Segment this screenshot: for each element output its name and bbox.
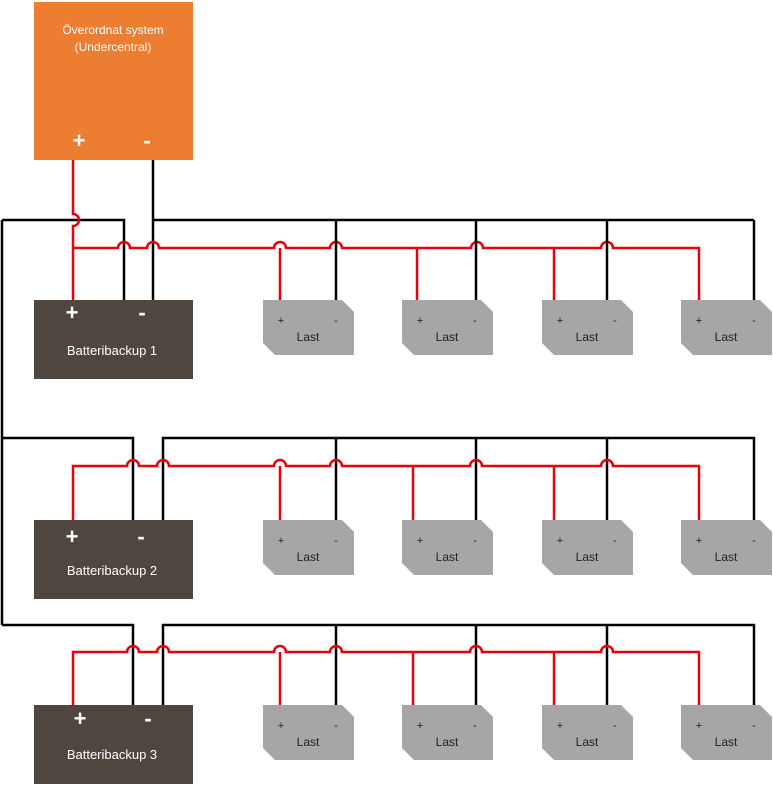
system-positive-lead: [71, 160, 81, 300]
load-plus-terminal: +: [417, 720, 423, 732]
load-2-3: + - Last: [542, 520, 633, 575]
load-minus-terminal: -: [613, 535, 617, 547]
load-plus-terminal: +: [417, 315, 423, 327]
load-1-4: + - Last: [681, 300, 772, 355]
load-box: [402, 705, 493, 760]
wires: [0, 160, 756, 705]
positive-bus-row-1: [73, 240, 701, 300]
load-1-3: + - Last: [542, 300, 633, 355]
load-plus-terminal: +: [696, 315, 702, 327]
battery-plus-terminal: +: [66, 524, 79, 549]
load-label: Last: [297, 550, 320, 564]
system-title-line-1: Överordnat system: [62, 23, 163, 37]
positive-bus-row-3: [71, 644, 701, 705]
negative-bus-row-3: [161, 623, 756, 705]
load-box: [263, 300, 354, 355]
load-minus-terminal: -: [334, 535, 338, 547]
load-3-4: + - Last: [681, 705, 772, 760]
load-minus-terminal: -: [752, 535, 756, 547]
system-plus-terminal: +: [73, 128, 86, 153]
load-minus-terminal: -: [473, 720, 477, 732]
load-plus-terminal: +: [278, 315, 284, 327]
load-label: Last: [436, 735, 459, 749]
battery-minus-terminal: -: [138, 300, 145, 325]
battery-2: + - Batteribackup 2: [34, 520, 193, 599]
load-minus-terminal: -: [613, 720, 617, 732]
negative-bus-row-3-link: [2, 623, 135, 705]
negative-bus-row-2-link: [2, 436, 135, 520]
load-label: Last: [576, 330, 599, 344]
battery-label: Batteribackup 1: [67, 343, 157, 358]
load-label: Last: [715, 550, 738, 564]
positive-bus-row-2: [71, 458, 701, 520]
load-box: [542, 300, 633, 355]
battery-plus-terminal: +: [74, 706, 87, 731]
battery-box: [34, 705, 193, 784]
load-plus-terminal: +: [417, 535, 423, 547]
battery-label: Batteribackup 3: [67, 747, 157, 762]
load-plus-terminal: +: [278, 535, 284, 547]
load-1-1: + - Last: [263, 300, 354, 355]
load-box: [681, 520, 772, 575]
load-plus-terminal: +: [557, 720, 563, 732]
system-unit: Överordnat system (Undercentral) + -: [34, 2, 193, 160]
load-plus-terminal: +: [278, 720, 284, 732]
load-box: [542, 705, 633, 760]
battery-1: + - Batteribackup 1: [34, 300, 193, 379]
load-box: [402, 300, 493, 355]
load-2-1: + - Last: [263, 520, 354, 575]
load-plus-terminal: +: [557, 535, 563, 547]
load-plus-terminal: +: [557, 315, 563, 327]
load-3-1: + - Last: [263, 705, 354, 760]
load-3-2: + - Last: [402, 705, 493, 760]
load-minus-terminal: -: [752, 720, 756, 732]
load-label: Last: [436, 330, 459, 344]
load-minus-terminal: -: [613, 315, 617, 327]
battery-box: [34, 520, 193, 599]
loads: + - Last + - Last + - Last + - Last + - Last + - Last + - La…: [263, 300, 772, 760]
system-title-line-2: (Undercentral): [75, 40, 152, 54]
load-plus-terminal: +: [696, 720, 702, 732]
battery-box: [34, 300, 193, 379]
load-3-3: + - Last: [542, 705, 633, 760]
load-minus-terminal: -: [473, 535, 477, 547]
battery-plus-terminal: +: [66, 300, 79, 325]
load-plus-terminal: +: [696, 535, 702, 547]
load-2-2: + - Last: [402, 520, 493, 575]
battery-minus-terminal: -: [144, 706, 151, 731]
load-label: Last: [436, 550, 459, 564]
load-box: [263, 520, 354, 575]
load-minus-terminal: -: [334, 315, 338, 327]
load-minus-terminal: -: [752, 315, 756, 327]
load-label: Last: [576, 550, 599, 564]
load-1-2: + - Last: [402, 300, 493, 355]
load-label: Last: [576, 735, 599, 749]
battery-label: Batteribackup 2: [67, 563, 157, 578]
load-box: [402, 520, 493, 575]
negative-bus-row-2: [161, 436, 756, 520]
load-label: Last: [715, 735, 738, 749]
load-2-4: + - Last: [681, 520, 772, 575]
negative-trunk-top-link: [2, 218, 126, 300]
battery-minus-terminal: -: [137, 524, 144, 549]
battery-3: + - Batteribackup 3: [34, 705, 193, 784]
load-box: [542, 520, 633, 575]
system-minus-terminal: -: [143, 128, 150, 153]
system-box: [34, 2, 193, 160]
load-label: Last: [297, 330, 320, 344]
load-box: [681, 300, 772, 355]
load-label: Last: [715, 330, 738, 344]
load-minus-terminal: -: [473, 315, 477, 327]
load-minus-terminal: -: [334, 720, 338, 732]
load-box: [263, 705, 354, 760]
load-box: [681, 705, 772, 760]
load-label: Last: [297, 735, 320, 749]
